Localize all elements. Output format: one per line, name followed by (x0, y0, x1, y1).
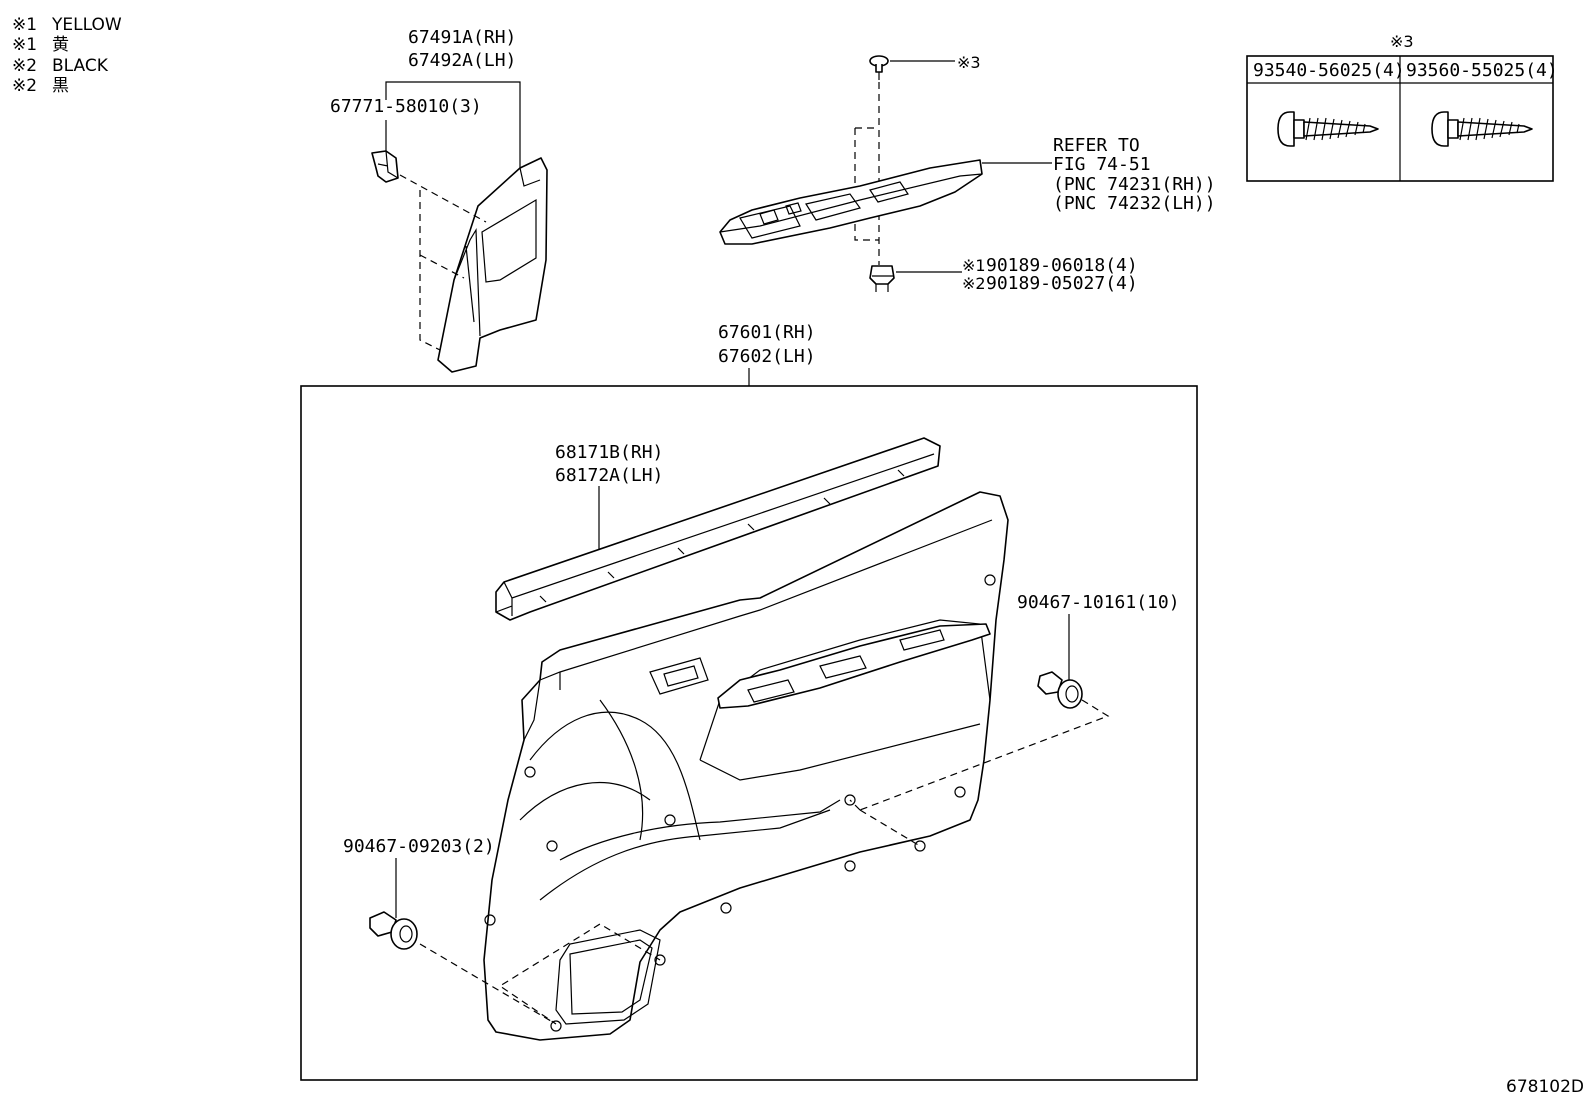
screw-top-icon (869, 55, 889, 80)
legend-text-4: 黒 (52, 76, 69, 96)
legend-mark-4: ※2 (12, 76, 37, 96)
garnish-leader (385, 81, 521, 170)
garnish-part-icon (437, 157, 548, 373)
diagram-id: 678102D (1506, 1077, 1584, 1097)
callout-refer-fig: FIG 74-51 (1053, 154, 1151, 175)
callout-weather-rh: 68171B(RH) (555, 442, 663, 463)
legend-mark-3: ※2 (12, 56, 37, 76)
callout-refer-pnc-lh: (PNC 74232(LH)) (1053, 193, 1216, 214)
callout-clip-small: 67771-58010(3) (330, 96, 482, 117)
callout-nut-2: 90189-05027(4) (986, 273, 1138, 294)
clip-small-icon (371, 150, 399, 183)
color-legend: ※1 YELLOW ※1 黄 ※2 BLACK ※2 黒 (12, 15, 122, 96)
callout-panel-lh: 67602(LH) (718, 346, 816, 367)
screw-col-1: 93540-56025(4) (1253, 60, 1405, 81)
legend-text-2: 黄 (52, 35, 69, 55)
screw-col-2: 93560-55025(4) (1406, 60, 1558, 81)
nut-icon (869, 265, 895, 292)
callout-refer-pnc-rh: (PNC 74231(RH)) (1053, 174, 1216, 195)
panel-assembly-frame (300, 385, 1198, 1081)
legend-mark-2: ※1 (12, 35, 37, 55)
callout-clip-left: 90467-09203(2) (343, 836, 495, 857)
callout-nut-1: 90189-06018(4) (986, 255, 1138, 276)
screw-icon-93540 (1277, 111, 1379, 147)
screw-icon-93560 (1431, 111, 1533, 147)
callout-clip-right: 90467-10161(10) (1017, 592, 1180, 613)
callout-garnish-rh: 67491A(RH) (408, 27, 516, 48)
door-trim-panel-icon (483, 491, 1009, 1041)
callout-panel-rh: 67601(RH) (718, 322, 816, 343)
legend-text-1: YELLOW (51, 15, 122, 35)
callout-weather-lh: 68172A(LH) (555, 465, 663, 486)
clip-left-icon (369, 911, 418, 950)
weatherstrip-part-icon (495, 437, 941, 621)
callout-screw-mark: ※3 (957, 53, 981, 72)
screw-table: ※3 93540-56025(4) 93560-55025(4) (1246, 32, 1558, 182)
clip-right-icon (1037, 671, 1083, 709)
legend-text-3: BLACK (52, 56, 109, 76)
callout-refer-to: REFER TO (1053, 135, 1140, 156)
legend-mark-1: ※1 (12, 15, 37, 35)
callout-nut-mark-1: ※1 (962, 256, 986, 275)
callout-nut-mark-2: ※2 (962, 274, 986, 293)
switch-base-icon (719, 159, 983, 245)
screw-table-mark: ※3 (1390, 32, 1414, 51)
callout-garnish-lh: 67492A(LH) (408, 50, 516, 71)
